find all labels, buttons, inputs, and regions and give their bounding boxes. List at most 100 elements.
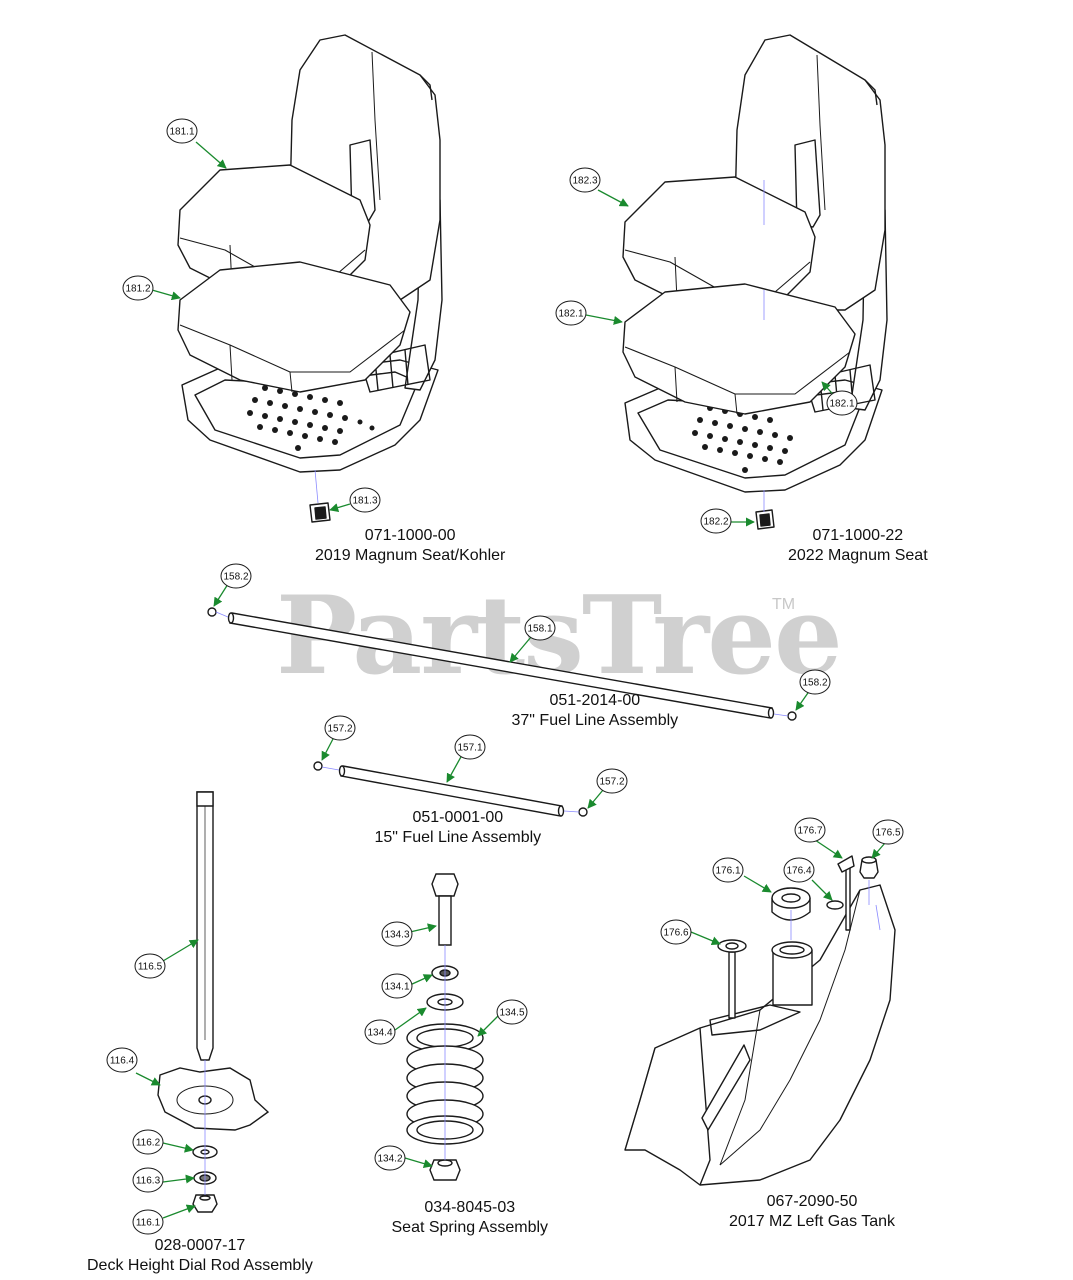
part-number: 071-1000-00 — [364, 527, 456, 544]
callout-label: 134.5 — [499, 1008, 524, 1019]
callout-bubble — [374, 1145, 406, 1171]
callout-bubble — [381, 973, 413, 999]
callout-181-3: 181.3 — [349, 487, 381, 513]
callout-bubble — [381, 921, 413, 947]
callout-182-1: 182.1 — [826, 390, 858, 416]
callout-bubble — [220, 563, 252, 589]
seat-assembly-2022 — [622, 34, 888, 530]
leader-lines — [135, 141, 886, 1219]
callout-label: 176.1 — [715, 866, 740, 877]
deck-height-dial-rod-assembly — [157, 791, 270, 1213]
callout-label: 134.4 — [367, 1028, 392, 1039]
callout-bubble — [826, 390, 858, 416]
assembly-name: Seat Spring Assembly — [391, 1219, 549, 1236]
callout-label: 157.1 — [457, 743, 482, 754]
part-number: 067-2090-50 — [766, 1193, 858, 1210]
callout-bubble — [324, 715, 356, 741]
assembly-name: Deck Height Dial Rod Assembly — [87, 1257, 313, 1274]
seat-assembly-2019 — [177, 34, 443, 523]
callout-116-5: 116.5 — [134, 953, 166, 979]
callout-181-2: 181.2 — [122, 275, 154, 301]
callout-label: 182.2 — [703, 517, 728, 528]
assembly-name: 2017 MZ Left Gas Tank — [729, 1213, 896, 1230]
callout-116-4: 116.4 — [106, 1047, 138, 1073]
part-number: 051-0001-00 — [412, 809, 504, 826]
callout-bubble — [349, 487, 381, 513]
callout-bubble — [166, 118, 198, 144]
callout-176-4: 176.4 — [783, 857, 815, 883]
callout-bubble — [596, 768, 628, 794]
callout-157-1: 157.1 — [454, 734, 486, 760]
part-number: 034-8045-03 — [424, 1199, 516, 1216]
seat-2022-centerline — [314, 180, 765, 512]
caption-fuel-line-15: 051-0001-00 15" Fuel Line Assembly — [375, 808, 542, 848]
callout-bubble — [496, 999, 528, 1025]
callout-134-3: 134.3 — [381, 921, 413, 947]
caption-dial-rod: 028-0007-17 Deck Height Dial Rod Assembl… — [87, 1236, 313, 1276]
callout-bubble — [799, 669, 831, 695]
callout-label: 116.3 — [136, 1176, 161, 1187]
callout-label: 158.2 — [223, 572, 248, 583]
callout-bubble — [132, 1167, 164, 1193]
part-number: 071-1000-22 — [812, 527, 904, 544]
callout-label: 157.2 — [327, 724, 352, 735]
callout-bubbles: 181.1 181.2 181.3 182.3 182.1 182.2 182.1 158.2… — [106, 118, 904, 1235]
callout-176-7: 176.7 — [794, 817, 826, 843]
caption-seat-2019: 071-1000-00 2019 Magnum Seat/Kohler — [315, 526, 505, 566]
callout-label: 116.2 — [136, 1138, 161, 1149]
callout-label: 176.7 — [797, 826, 822, 837]
caption-seat-2022: 071-1000-22 2022 Magnum Seat — [788, 526, 928, 566]
caption-seat-spring: 034-8045-03 Seat Spring Assembly — [392, 1198, 549, 1238]
callout-label: 181.2 — [125, 284, 150, 295]
callout-182-3: 182.3 — [569, 167, 601, 193]
callout-176-6: 176.6 — [660, 919, 692, 945]
left-gas-tank — [624, 855, 896, 1186]
tank-centerlines — [790, 880, 881, 940]
callout-label: 176.5 — [875, 828, 900, 839]
part-number: 051-2014-00 — [549, 692, 641, 709]
trademark-symbol: TM — [772, 596, 796, 613]
callout-label: 176.4 — [786, 866, 811, 877]
callout-bubble — [524, 615, 556, 641]
assembly-name: 2019 Magnum Seat/Kohler — [315, 547, 506, 564]
assembly-name: 15" Fuel Line Assembly — [374, 829, 542, 846]
fuel-line-15-in — [313, 761, 588, 817]
callout-158-2: 158.2 — [220, 563, 252, 589]
callout-label: 134.2 — [377, 1154, 402, 1165]
callout-134-4: 134.4 — [364, 1019, 396, 1045]
callout-bubble — [132, 1129, 164, 1155]
callout-bubble — [660, 919, 692, 945]
callout-label: 182.1 — [829, 399, 854, 410]
callout-bubble — [132, 1209, 164, 1235]
callout-bubble — [569, 167, 601, 193]
callout-116-2: 116.2 — [132, 1129, 164, 1155]
callout-bubble — [555, 300, 587, 326]
callout-134-5: 134.5 — [496, 999, 528, 1025]
callout-label: 157.2 — [599, 777, 624, 788]
callout-158-1: 158.1 — [524, 615, 556, 641]
callout-bubble — [712, 857, 744, 883]
callout-182-1: 182.1 — [555, 300, 587, 326]
callout-181-1: 181.1 — [166, 118, 198, 144]
callout-bubble — [106, 1047, 138, 1073]
callout-bubble — [364, 1019, 396, 1045]
callout-bubble — [700, 508, 732, 534]
callout-116-1: 116.1 — [132, 1209, 164, 1235]
callout-157-2: 157.2 — [596, 768, 628, 794]
callout-label: 134.1 — [384, 982, 409, 993]
callout-label: 116.5 — [138, 962, 163, 973]
callout-bubble — [454, 734, 486, 760]
callout-label: 182.1 — [558, 309, 583, 320]
callout-label: 158.2 — [802, 678, 827, 689]
callout-label: 116.1 — [136, 1218, 161, 1229]
caption-gas-tank: 067-2090-50 2017 MZ Left Gas Tank — [729, 1192, 895, 1232]
fuel-line-37-in — [207, 607, 797, 721]
callout-bubble — [872, 819, 904, 845]
callout-bubble — [134, 953, 166, 979]
callout-182-2: 182.2 — [700, 508, 732, 534]
callout-label: 181.3 — [352, 496, 377, 507]
caption-fuel-line-37: 051-2014-00 37" Fuel Line Assembly — [512, 691, 679, 731]
callout-176-1: 176.1 — [712, 857, 744, 883]
callout-label: 116.4 — [110, 1056, 135, 1067]
